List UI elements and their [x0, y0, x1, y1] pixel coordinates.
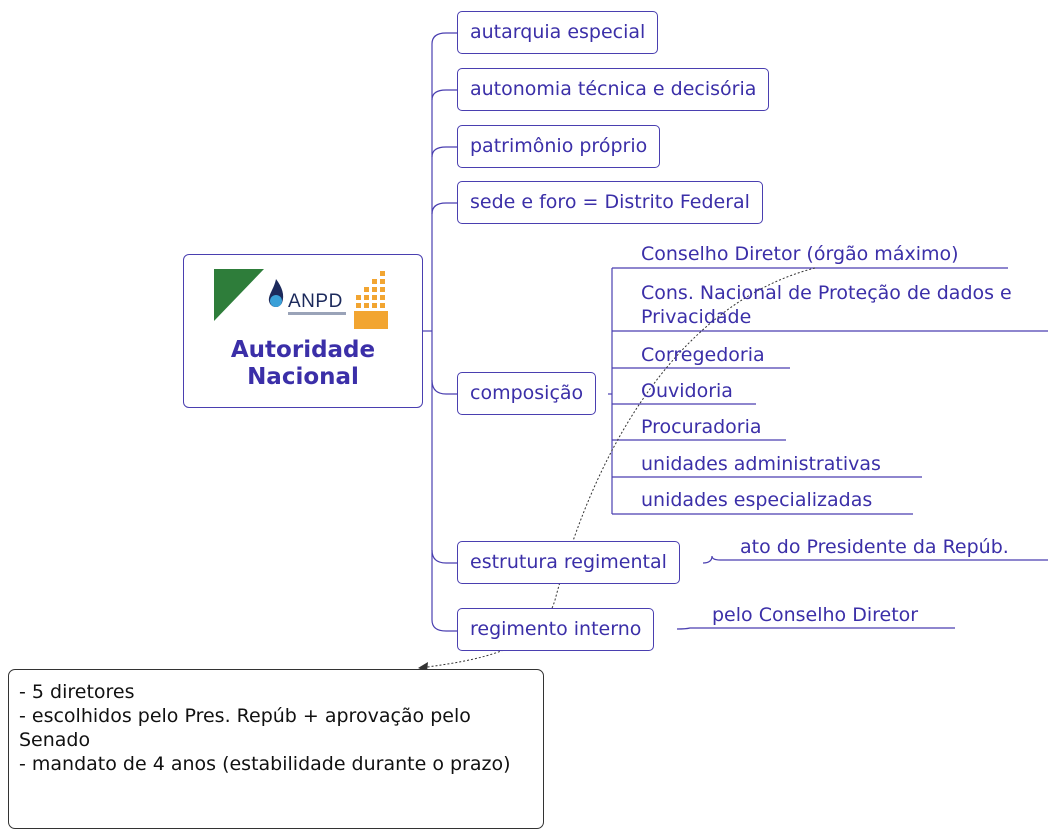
leaf-ato-presidente[interactable]: ato do Presidente da Repúb. [740, 536, 1009, 558]
branch-sede-foro[interactable]: sede e foro = Distrito Federal [457, 181, 763, 224]
branch-label: patrimônio próprio [470, 135, 648, 157]
branch-label: sede e foro = Distrito Federal [470, 191, 750, 213]
anpd-logo-drop-icon [268, 279, 284, 308]
anpd-logo-text: ANPD [288, 291, 343, 312]
root-title-line2: Nacional [247, 364, 359, 390]
leaf-cons-nacional[interactable]: Cons. Nacional de Proteção de dados e Pr… [641, 282, 1012, 328]
leaf-conselho-diretor[interactable]: Conselho Diretor (órgão máximo) [641, 243, 959, 265]
logo-subtitle-line [288, 312, 346, 315]
root-title-line1: Autoridade [230, 337, 376, 363]
note-line: - mandato de 4 anos (estabilidade durant… [19, 753, 511, 775]
branch-regimento-interno[interactable]: regimento interno [457, 608, 655, 651]
leaf-corregedoria[interactable]: Corregedoria [641, 344, 765, 366]
branch-autarquia-especial[interactable]: autarquia especial [457, 11, 659, 54]
branch-label: regimento interno [470, 618, 642, 640]
leaf-ouvidoria[interactable]: Ouvidoria [641, 380, 733, 402]
branch-estrutura-regimental[interactable]: estrutura regimental [457, 541, 680, 584]
branch-composicao[interactable]: composição [457, 372, 597, 415]
root-title: Autoridade Nacional [184, 337, 422, 391]
anpd-logo-green-shape [214, 269, 264, 321]
branch-label: composição [470, 382, 584, 404]
leaf-pelo-conselho-diretor[interactable]: pelo Conselho Diretor [712, 604, 919, 626]
anpd-logo-dots-icon [354, 271, 388, 329]
branch-label: estrutura regimental [470, 551, 667, 573]
note-line: - escolhidos pelo Pres. Repúb + aprovaçã… [19, 705, 471, 751]
note-line: - 5 diretores [19, 681, 135, 703]
branch-autonomia[interactable]: autonomia técnica e decisória [457, 68, 770, 111]
leaf-procuradoria[interactable]: Procuradoria [641, 416, 762, 438]
note-callout[interactable]: - 5 diretores - escolhidos pelo Pres. Re… [8, 669, 544, 829]
branch-label: autonomia técnica e decisória [470, 78, 757, 100]
branch-patrimonio[interactable]: patrimônio próprio [457, 125, 661, 168]
branch-label: autarquia especial [470, 21, 646, 43]
root-node[interactable]: ANPD Autoridade Nacional [183, 254, 423, 408]
leaf-unidades-especializadas[interactable]: unidades especializadas [641, 489, 873, 511]
leaf-unidades-administrativas[interactable]: unidades administrativas [641, 453, 881, 475]
